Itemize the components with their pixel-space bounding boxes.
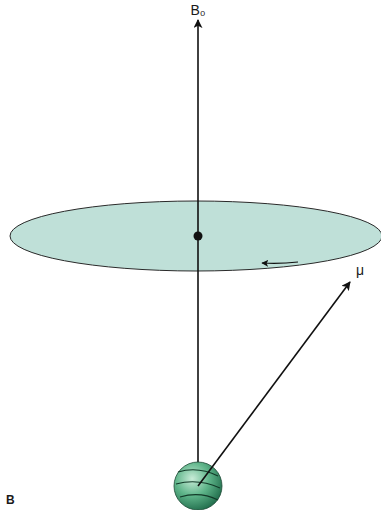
center-dot	[194, 232, 203, 241]
field-label: B₀	[190, 3, 205, 17]
field-axis-arrow	[197, 20, 199, 486]
panel-letter: B	[6, 494, 15, 506]
moment-vector	[198, 282, 350, 486]
moment-label: μ	[356, 263, 364, 277]
rotation-arrow	[262, 262, 298, 263]
precession-plane	[10, 201, 381, 271]
